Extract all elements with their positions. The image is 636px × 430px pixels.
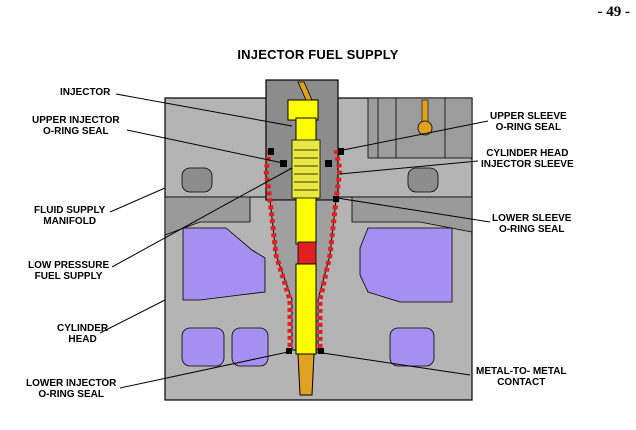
upper-injector-oring-right [325, 160, 332, 167]
leader-lines [99, 93, 491, 389]
lower-injector-oring-left [286, 348, 292, 354]
injector-top-cap [287, 99, 319, 121]
coolant-pocket-left [181, 327, 225, 367]
label-metal-to-metal-contact: METAL-TO- METAL CONTACT [476, 366, 567, 388]
coolant-pocket-mid [231, 327, 269, 367]
upper-injector-oring-left [280, 160, 287, 167]
upper-sleeve-oring-right [338, 148, 344, 155]
coolant-pocket-right [389, 327, 435, 367]
label-upper-injector-oring: UPPER INJECTOR O-RING SEAL [32, 115, 120, 137]
label-low-pressure-fuel-supply: LOW PRESSURE FUEL SUPPLY [28, 260, 110, 282]
injector-sleeve [263, 149, 343, 350]
diagram-title: INJECTOR FUEL SUPPLY [237, 47, 399, 62]
fluid-manifold-right [351, 196, 473, 233]
injector-spring [294, 149, 318, 191]
page-number: - 49 - [597, 4, 631, 20]
valve-tip [417, 120, 433, 136]
label-cylinder-head: CYLINDER HEAD [57, 323, 109, 345]
label-fluid-supply-manifold: FLUID SUPPLY MANIFOLD [34, 205, 106, 227]
label-injector: INJECTOR [60, 87, 111, 98]
coolant-jacket-left [182, 227, 266, 301]
injector-lower-body [295, 263, 317, 355]
label-upper-sleeve-oring: UPPER SLEEVE O-RING SEAL [490, 111, 567, 133]
valve-stem [421, 99, 429, 125]
cavity-left-top [181, 167, 213, 193]
cavity-right-top [407, 167, 439, 193]
label-lower-sleeve-oring: LOWER SLEEVE O-RING SEAL [492, 213, 572, 235]
fluid-manifold-left [164, 196, 251, 236]
lower-injector-oring-right [318, 348, 324, 354]
injector-spring-housing [291, 139, 321, 199]
injector-nozzle [297, 353, 315, 396]
label-cylinder-head-injector-sleeve: CYLINDER HEAD INJECTOR SLEEVE [481, 148, 574, 170]
coolant-jacket-right [359, 227, 453, 303]
injector-yoke-arm [297, 81, 313, 101]
lower-sleeve-oring-right [333, 196, 339, 202]
injector-plunger [297, 241, 317, 265]
upper-sleeve-oring-left [268, 148, 274, 155]
label-lower-injector-oring: LOWER INJECTOR O-RING SEAL [26, 378, 117, 400]
